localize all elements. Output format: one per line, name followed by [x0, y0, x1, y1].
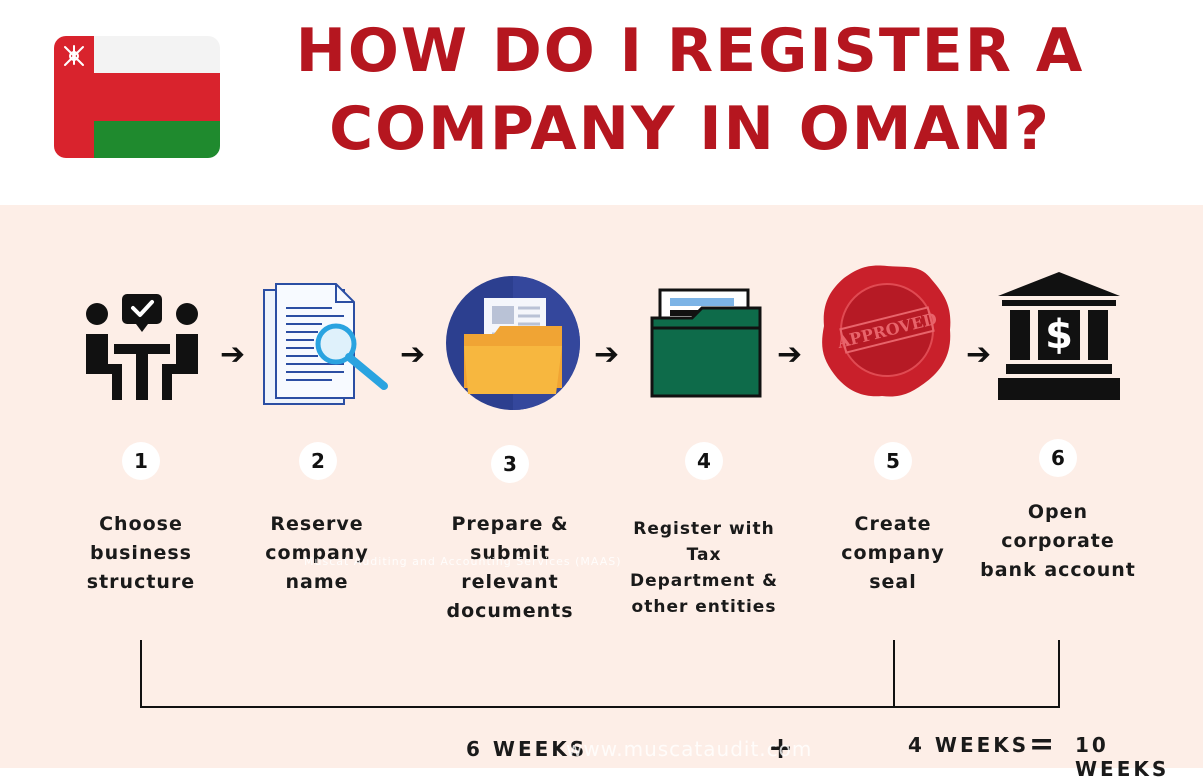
step-number: 5: [874, 442, 912, 480]
plus-sign: +: [768, 731, 794, 766]
step-number: 4: [685, 442, 723, 480]
process-panel: [0, 205, 1203, 768]
title-line-2: COMPANY IN OMAN?: [329, 94, 1051, 164]
step-number: 3: [491, 445, 529, 483]
folder-documents-icon: [446, 276, 580, 410]
page-title: HOW DO I REGISTER A COMPANY IN OMAN?: [250, 12, 1130, 168]
header: HOW DO I REGISTER A COMPANY IN OMAN?: [0, 0, 1203, 205]
bank-dollar-icon: $: [998, 272, 1120, 400]
green-folder-icon: [650, 288, 762, 398]
arrow-right-icon: ➔: [966, 337, 992, 372]
arrow-right-icon: ➔: [594, 337, 620, 372]
meeting-people-icon: [86, 294, 198, 400]
duration-6-weeks: 6 WEEKS: [466, 737, 588, 761]
step-number: 6: [1039, 439, 1077, 477]
step-number: 1: [122, 442, 160, 480]
step-number: 2: [299, 442, 337, 480]
svg-text:$: $: [1045, 312, 1073, 358]
document-search-icon: [263, 283, 388, 405]
duration-4-weeks: 4 WEEKS: [908, 733, 1030, 757]
equals-sign: =: [1029, 727, 1055, 762]
oman-flag-icon: [54, 36, 220, 158]
title-line-1: HOW DO I REGISTER A: [295, 16, 1085, 86]
approved-wax-seal-icon: APPROVED: [822, 265, 951, 397]
duration-total: 10 WEEKS: [1075, 733, 1170, 781]
arrow-right-icon: ➔: [777, 337, 803, 372]
watermark-site: www.muscataudit.com: [566, 737, 813, 761]
arrow-right-icon: ➔: [400, 337, 426, 372]
watermark-company: Muscat Auditing and Accounting Services …: [304, 555, 622, 568]
arrow-right-icon: ➔: [220, 337, 246, 372]
oman-emblem-icon: [64, 45, 84, 66]
